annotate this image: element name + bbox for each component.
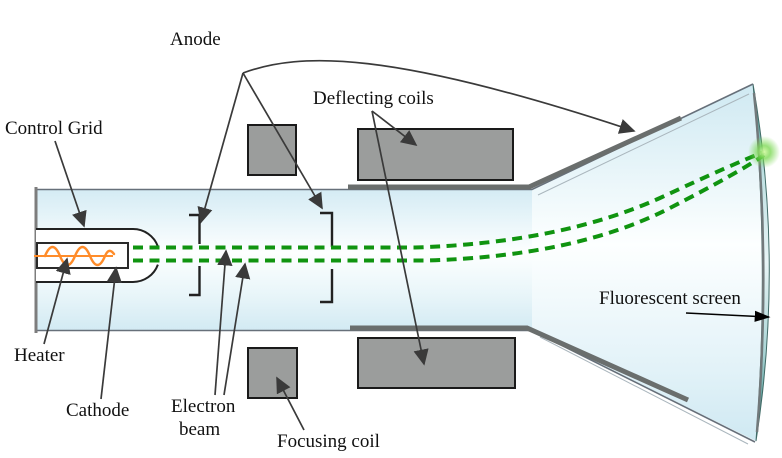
anode-coating-bottom bbox=[350, 325, 690, 403]
beam-impact-glow bbox=[748, 136, 780, 168]
electron-beam bbox=[133, 136, 780, 263]
cathode-label: Cathode bbox=[66, 400, 129, 421]
funnel-bottom-inner-line bbox=[539, 336, 749, 445]
electron-beam-arrow-lower bbox=[223, 262, 251, 396]
electron-beam-label-line2: beam bbox=[179, 419, 220, 440]
heater-label: Heater bbox=[14, 345, 65, 366]
leader-arrows bbox=[43, 59, 771, 431]
control-grid-outline-bottom bbox=[36, 264, 159, 283]
control-grid-arrow bbox=[54, 140, 87, 228]
cathode-arrow bbox=[100, 266, 122, 400]
anode-coating-top bbox=[348, 115, 683, 190]
focusing-coil-arrow bbox=[276, 376, 305, 431]
electron-beam-lower bbox=[133, 153, 766, 263]
anode-label: Anode bbox=[170, 29, 221, 50]
labels: Anode Deflecting coils Control Grid Heat… bbox=[5, 29, 741, 452]
deflecting-coils-arrow-bottom bbox=[371, 110, 429, 366]
fluorescent-screen-arrow bbox=[685, 310, 771, 322]
focusing-coil-bottom bbox=[247, 347, 298, 399]
heater-arrow bbox=[43, 257, 71, 345]
tube-funnel-glass bbox=[532, 84, 764, 441]
electron-beam-arrow-upper bbox=[214, 249, 233, 396]
control-grid-label: Control Grid bbox=[5, 118, 103, 139]
anode-arrow-coating bbox=[242, 59, 636, 134]
deflecting-coil-bottom bbox=[357, 337, 516, 389]
fluorescent-screen-label: Fluorescent screen bbox=[599, 288, 741, 309]
electron-beam-label-line1: Electron bbox=[171, 396, 236, 417]
funnel-top-inner-line bbox=[537, 93, 750, 196]
electron-beam-upper bbox=[133, 150, 765, 250]
heater-filament-wave bbox=[43, 245, 116, 267]
focusing-coil-label: Focusing coil bbox=[277, 431, 380, 452]
deflecting-coils-label: Deflecting coils bbox=[313, 88, 434, 109]
anode-arrow-right bbox=[242, 72, 323, 210]
anode-arrow-left bbox=[197, 72, 244, 224]
anode-right-bracket bbox=[320, 211, 334, 304]
deflecting-coils-arrow-top bbox=[371, 110, 418, 147]
control-grid-outline-top bbox=[36, 228, 159, 247]
